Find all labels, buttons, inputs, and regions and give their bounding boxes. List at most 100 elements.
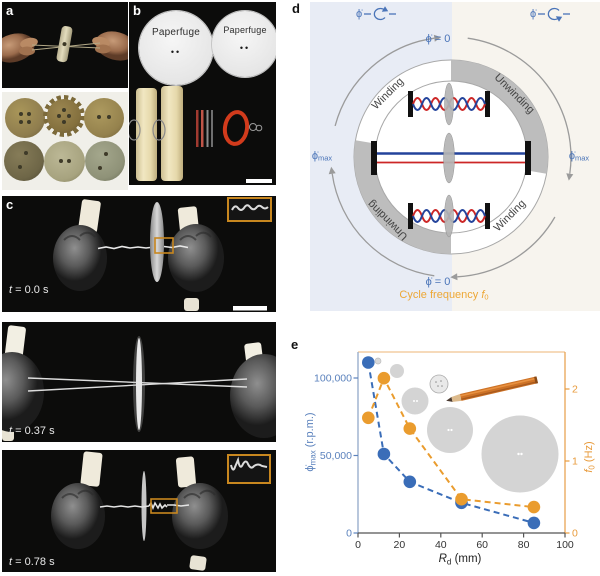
plastic-bits: [249, 123, 263, 132]
phi-max-left-label: ϕ̇max: [311, 150, 333, 163]
phi-max-right-label: ϕ̇max: [568, 150, 590, 163]
whirligig-toggle: [56, 26, 73, 63]
disc-size-bubbles: [374, 357, 559, 493]
paper-handle-bottom-right: [184, 298, 199, 311]
panel-c-frame-3: t = 0.78 s: [2, 450, 276, 572]
panel-c-label: c: [6, 197, 14, 212]
paperfuge-disc-1-capillaries: ••: [170, 47, 182, 58]
wooden-handle-1: [136, 88, 157, 181]
f0-hz-point: [455, 492, 468, 506]
rotation-cw-icon: [538, 7, 571, 22]
panel-a-label: a: [6, 3, 14, 18]
y-right-axis-label: f0 (Hz): [583, 441, 597, 472]
panel-a-whirligig-photo: [2, 2, 128, 88]
svg-text:100: 100: [556, 539, 574, 551]
frame-2-scene: [2, 325, 276, 441]
f0-hz-trend-line: [367, 375, 535, 509]
panel-b-label: b: [133, 3, 141, 18]
right-hand: [92, 31, 128, 61]
cycle-arrowheads: [328, 34, 574, 281]
phi-zero-bottom-label: ϕ̇ = 0: [425, 276, 451, 288]
f0-hz-point: [403, 422, 417, 435]
svg-text:50,000: 50,000: [320, 450, 352, 462]
spin-direction-right: ϕ̇: [530, 5, 571, 23]
paper-handle-top-right: [175, 456, 197, 488]
right-fist: [230, 354, 276, 438]
capillary-straws: [196, 110, 213, 147]
svg-text:100,000: 100,000: [314, 373, 352, 385]
cycle-frequency-label: Cycle frequency f0: [399, 289, 489, 302]
state-unwound-middle: [371, 132, 531, 184]
panel-e-label: e: [291, 337, 299, 352]
spinning-disc-edge: [150, 202, 164, 282]
spinning-disc-edge: [136, 338, 142, 430]
ancient-gear-disc: [43, 95, 85, 137]
pencil-illustration: [446, 376, 539, 402]
zoom-inset: [227, 454, 271, 484]
zoom-inset: [227, 197, 272, 222]
paperfuge-disc-2-label: Paperfuge: [223, 24, 267, 35]
x-axis-label: Rd (mm): [439, 553, 482, 567]
state-wound-top: [408, 82, 490, 126]
svg-text:2: 2: [572, 384, 578, 396]
rubber-o-ring: [222, 110, 250, 146]
panel-a-ancient-discs-photo: [2, 92, 128, 190]
svg-text:1: 1: [572, 456, 578, 468]
paper-handle-top-left: [78, 199, 101, 233]
ancient-disc-5: [85, 141, 125, 181]
paperfuge-disc-1: Paperfuge ••: [139, 11, 213, 85]
frame-2-time: t = 0.37 s: [9, 425, 55, 437]
f0-hz-point: [362, 411, 375, 425]
panel-c-frame-2: t = 0.37 s: [2, 322, 276, 442]
paper-handle-bottom-right: [189, 555, 207, 571]
right-fist: [172, 483, 228, 549]
left-fist: [2, 352, 44, 432]
twisted-string: [97, 245, 189, 250]
plot-frame: [357, 351, 566, 534]
f0-hz-point: [527, 500, 541, 514]
panel-b-kit-photo: Paperfuge •• Paperfuge ••: [129, 2, 276, 185]
phi-dot-max-rpm-point: [377, 447, 391, 461]
panel-b-small-parts: [129, 110, 272, 183]
paperfuge-disc-sketch: [429, 374, 449, 394]
frame-1-time: t = 0.0 s: [9, 284, 49, 296]
paperfuge-disc-2-capillaries: ••: [239, 43, 251, 54]
y-left-axis-label: ϕ̇max (r.p.m.): [304, 412, 318, 471]
right-fist: [168, 224, 224, 292]
cycle-arrows: [331, 37, 572, 278]
phi-dot-max-rpm-point: [403, 475, 417, 489]
y-left-tick-labels: 0 50,000 100,000: [314, 373, 352, 540]
frame-1-scene: [53, 197, 272, 311]
ancient-disc-1: [5, 98, 45, 138]
ancient-disc-4: [44, 141, 85, 182]
frame-3-scene: [51, 451, 271, 571]
y-right-tick-labels: 0 1 2: [572, 384, 578, 540]
left-hand: [2, 33, 38, 63]
zoom-highlight-box: [154, 237, 174, 254]
handle-string-loops: [129, 119, 166, 141]
x-tick-labels: 0 20 40 60 80 100: [355, 539, 574, 551]
svg-text:80: 80: [518, 539, 530, 551]
axis-ticks: [353, 377, 570, 538]
left-fist: [51, 483, 105, 549]
ancient-disc-3: [4, 141, 44, 181]
paper-handle-top-left: [80, 451, 103, 487]
svg-text:0: 0: [572, 528, 578, 540]
data-series: [362, 356, 541, 530]
phi-dot-max-rpm-point: [362, 356, 375, 369]
ancient-disc-2: [84, 98, 124, 138]
state-wound-bottom: [408, 194, 490, 238]
phi-dot-max-rpm-point: [527, 516, 541, 530]
scale-bar-c: [233, 306, 267, 311]
panel-c-frame-1: t = 0.0 s: [2, 196, 276, 312]
paperfuge-disc-1-label: Paperfuge: [152, 26, 200, 38]
svg-text:0: 0: [346, 528, 352, 540]
winding-cycle-diagram: Winding Unwinding Unwinding Winding: [328, 34, 574, 281]
zoom-highlight-box: [150, 498, 178, 514]
phi-zero-top-label: ϕ̇ = 0: [425, 33, 451, 45]
whirligig-illustration: [2, 26, 128, 63]
panel-d-label: d: [292, 1, 300, 16]
svg-text:60: 60: [476, 539, 488, 551]
ring-gray-segments: [354, 60, 548, 254]
